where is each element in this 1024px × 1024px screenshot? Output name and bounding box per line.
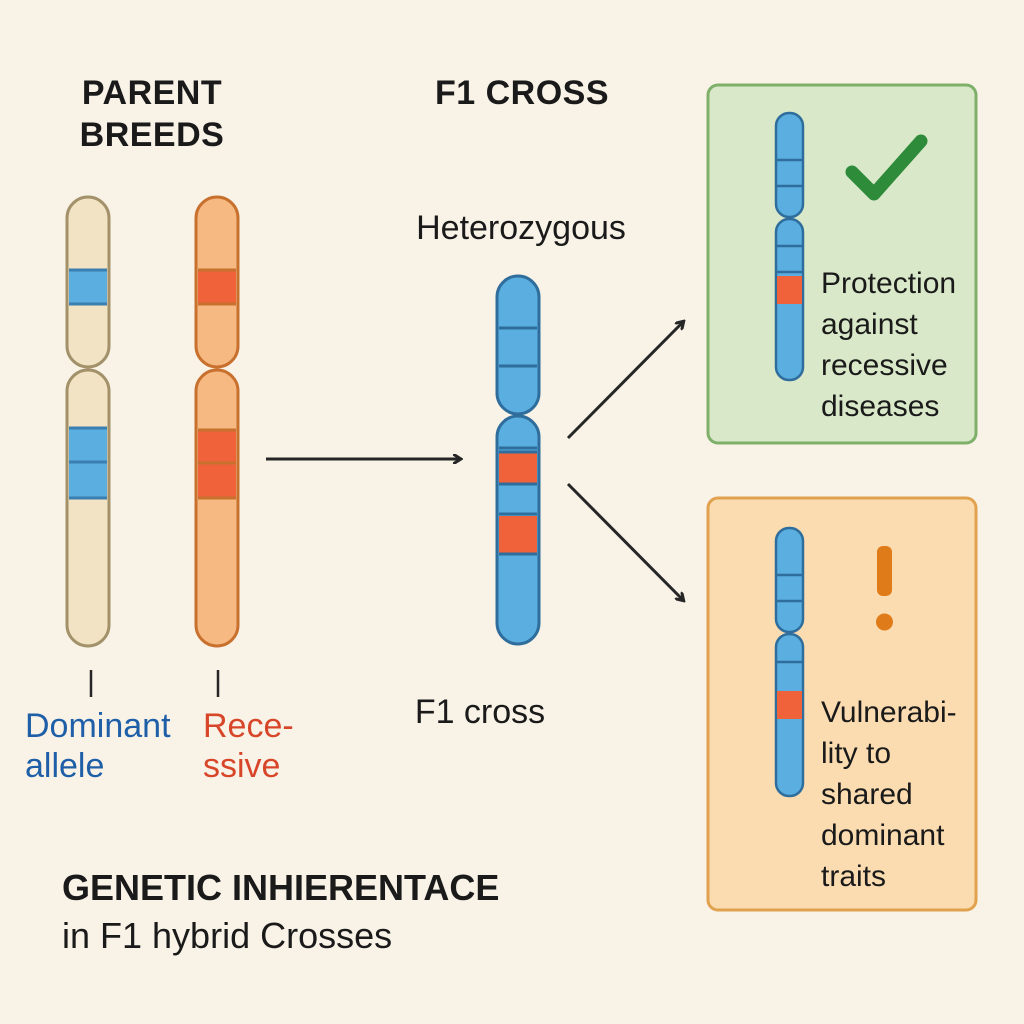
checkmark-icon	[845, 134, 928, 201]
footer-title-line2: in F1 hybrid Crosses	[62, 915, 393, 956]
parent-chromosome-recessive	[194, 195, 240, 648]
footer-title-line1: GENETIC INHIERENTACE	[62, 867, 500, 908]
arrow-to-protection	[566, 322, 683, 440]
protection-text: Protection against recessive diseases	[821, 263, 971, 427]
protection-line: diseases	[821, 390, 940, 423]
vulnerability-line: dominant	[821, 819, 945, 852]
recessive-band	[777, 276, 802, 304]
dominant-line1: Dominant	[25, 707, 171, 745]
parent-breeds-line1: PARENT	[81, 74, 223, 112]
protection-line: Protection	[821, 267, 957, 300]
arrow-to-vulnerability	[566, 482, 683, 600]
recessive-band	[198, 270, 236, 304]
recessive-band	[499, 516, 537, 554]
dominant-line2: allele	[25, 747, 105, 785]
footer-title: GENETIC INHIERENTACE in F1 hybrid Crosse…	[62, 864, 582, 960]
heterozygous-label: Heterozygous	[416, 209, 626, 247]
dominant-band	[69, 270, 107, 304]
vulnerability-line: shared	[821, 778, 913, 811]
recessive-line2: ssive	[203, 747, 281, 785]
vulnerability-chromosome	[774, 526, 805, 798]
protection-chromosome	[774, 111, 805, 382]
dominant-allele-label: Dominant allele	[25, 706, 195, 786]
recessive-label: Rece- ssive	[203, 706, 313, 786]
vulnerability-text: Vulnerabi- lity to shared dominant trait…	[821, 692, 971, 897]
f1-cross-heading: F1 CROSS	[434, 74, 610, 112]
recessive-band	[499, 452, 537, 484]
parent-breeds-heading: PARENT BREEDS	[40, 72, 264, 156]
parent-breeds-line2: BREEDS	[79, 116, 225, 154]
protection-line: against	[821, 308, 918, 341]
f1-chromosome	[495, 274, 541, 646]
f1-cross-caption: F1 cross	[414, 693, 546, 731]
parent-chromosome-dominant	[65, 195, 111, 648]
recessive-band	[777, 691, 802, 719]
vulnerability-line: lity to	[821, 737, 892, 770]
recessive-line1: Rece-	[203, 707, 294, 745]
vulnerability-line: traits	[821, 860, 887, 893]
exclamation-icon	[876, 546, 893, 631]
protection-line: recessive	[821, 349, 948, 382]
vulnerability-line: Vulnerabi-	[821, 696, 957, 729]
